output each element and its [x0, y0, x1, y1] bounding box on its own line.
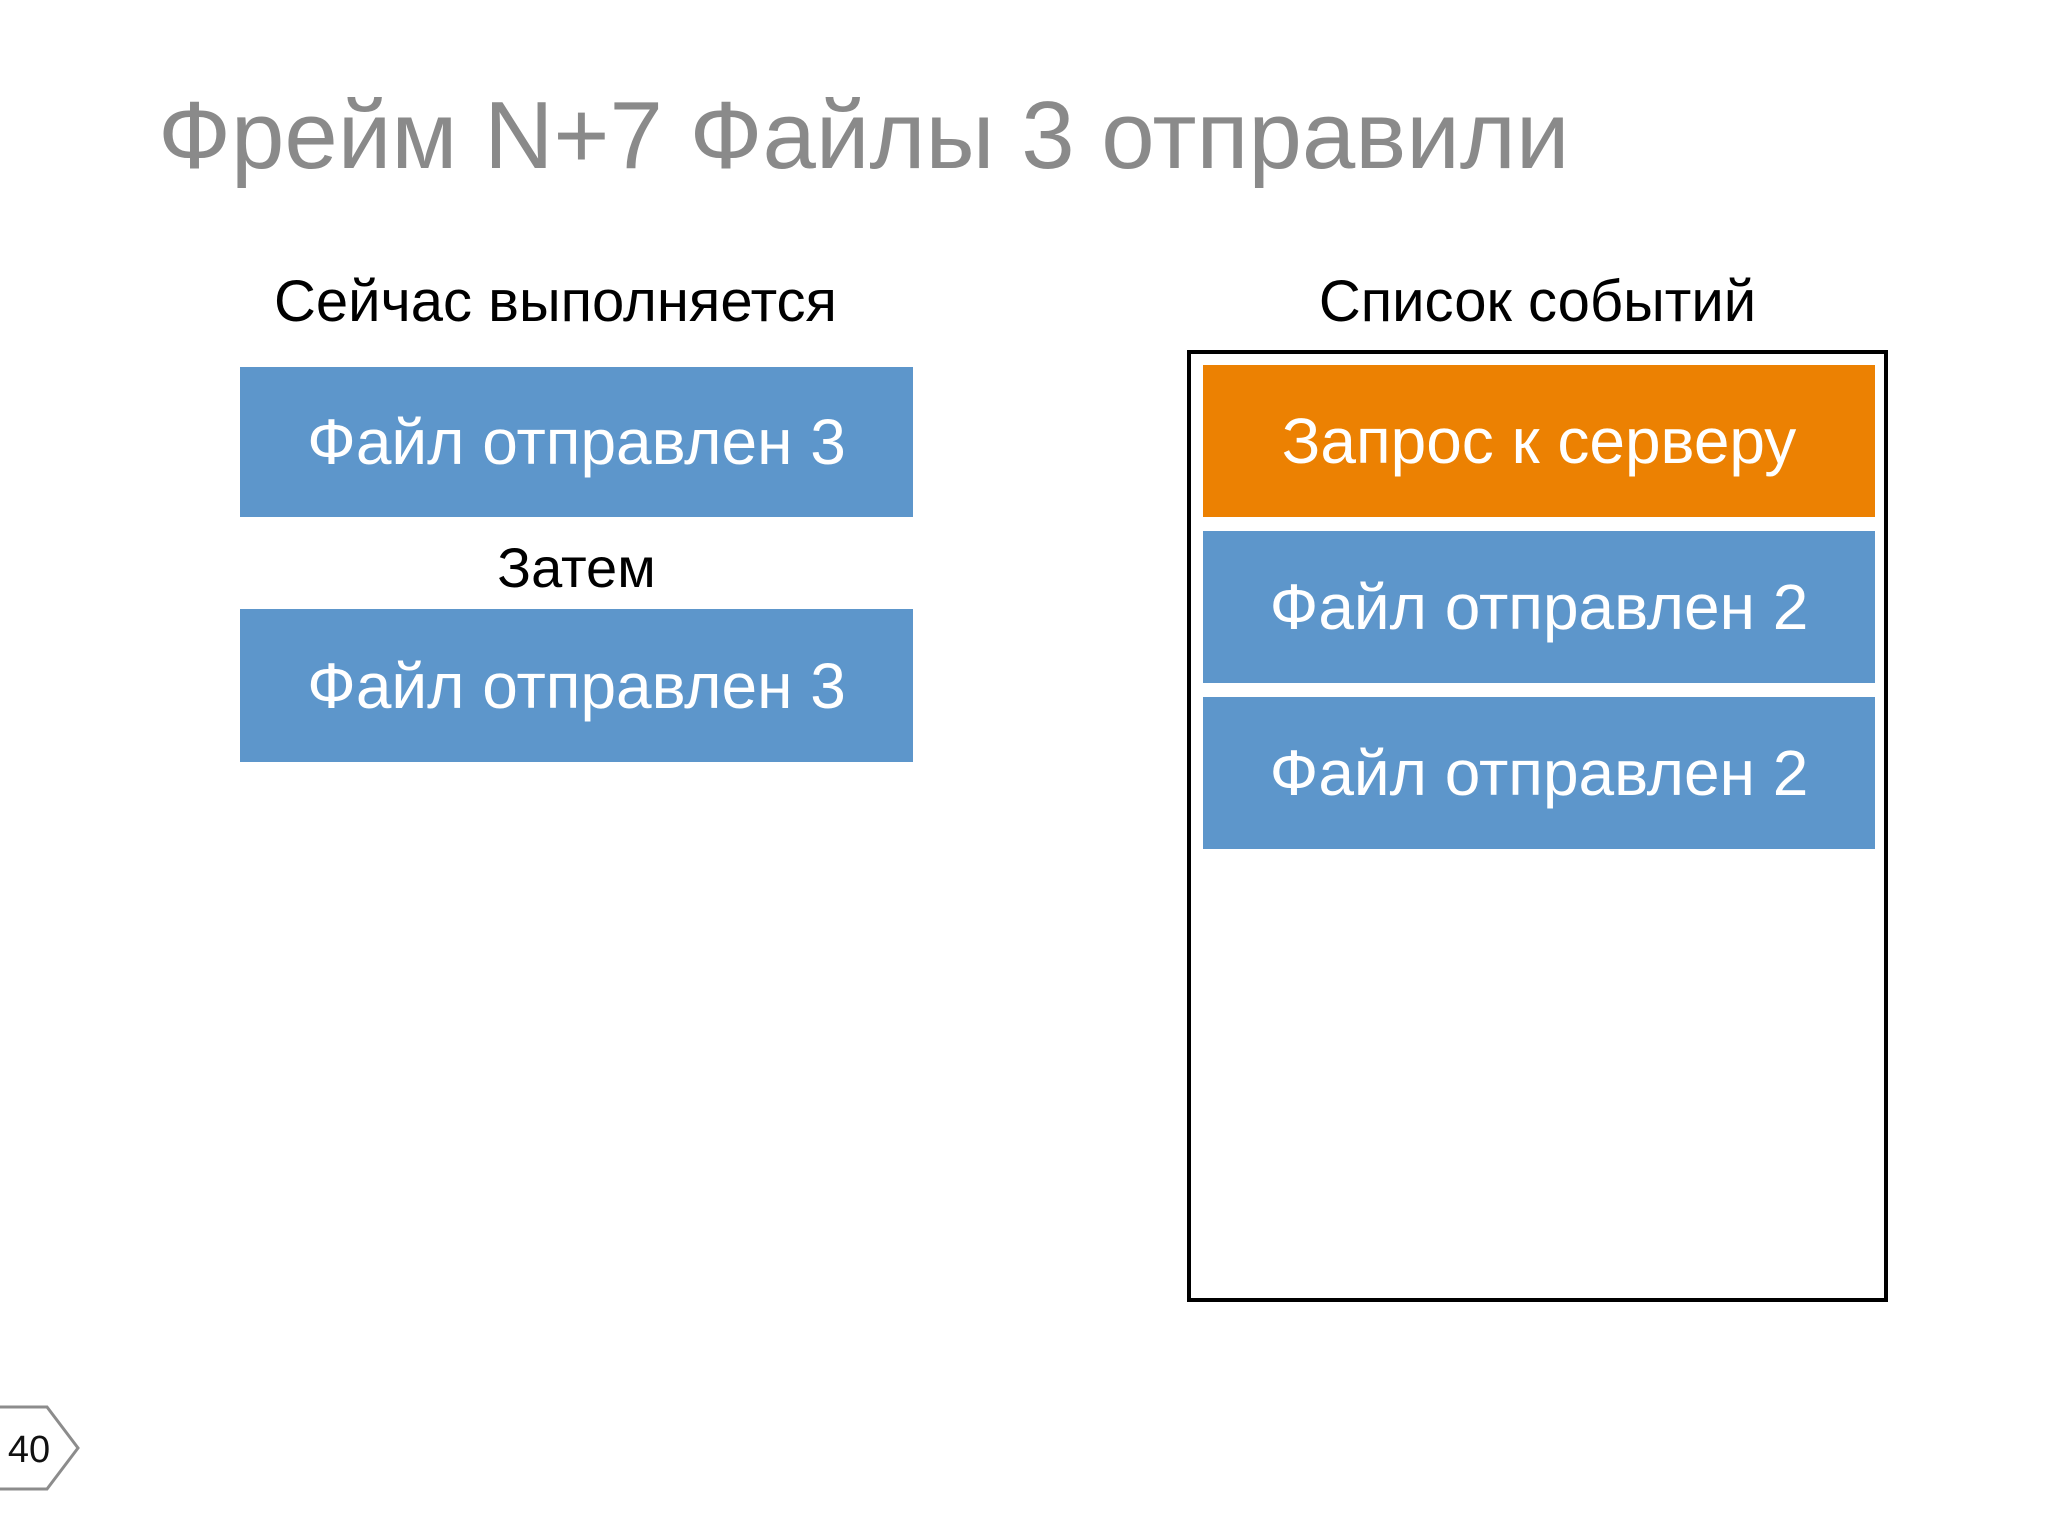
right-column-header: Список событий	[1318, 268, 1757, 334]
then-label: Затем	[497, 535, 656, 599]
page-number: 40	[8, 1429, 50, 1471]
event-item: Файл отправлен 2	[1203, 531, 1875, 683]
current-task-box: Файл отправлен 3	[240, 367, 913, 517]
event-item: Файл отправлен 2	[1203, 697, 1875, 849]
left-column-header: Сейчас выполняется	[274, 268, 837, 334]
event-item: Запрос к серверу	[1203, 365, 1875, 517]
next-task-box: Файл отправлен 3	[240, 609, 913, 762]
page-number-badge: 40	[0, 1405, 80, 1491]
badge-arrow-shape	[0, 1405, 80, 1491]
slide-title: Фрейм N+7 Файлы 3 отправили	[158, 82, 1570, 189]
